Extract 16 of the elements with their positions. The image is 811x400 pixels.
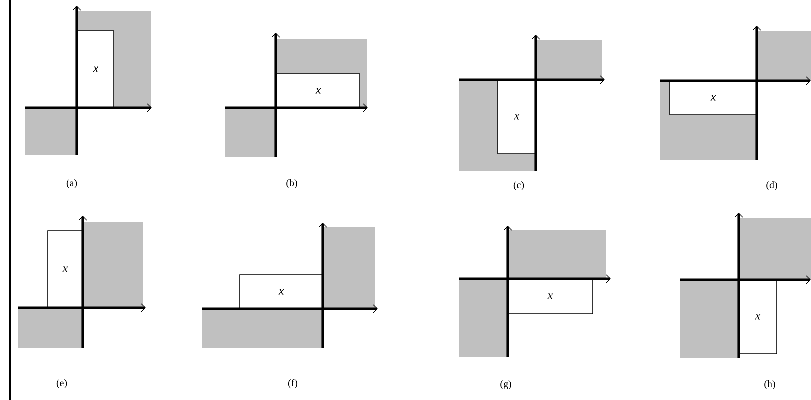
- region-box: x: [670, 80, 758, 116]
- panel-label: (d): [766, 181, 778, 191]
- region-box: x: [240, 274, 324, 310]
- region-box: x: [508, 278, 594, 314]
- panel-label: (c): [514, 181, 524, 191]
- panel-label: (a): [66, 179, 78, 189]
- panel-label: (b): [286, 179, 298, 189]
- panel-label: (g): [500, 380, 512, 390]
- region-box: x: [498, 80, 536, 154]
- region-box: x: [276, 74, 360, 108]
- panel-label: (e): [56, 379, 68, 389]
- panel-label: (f): [288, 379, 298, 389]
- panel-label: (h): [764, 380, 776, 390]
- region-box: x: [738, 280, 778, 354]
- region-box: x: [78, 30, 114, 108]
- region-box: x: [48, 230, 84, 308]
